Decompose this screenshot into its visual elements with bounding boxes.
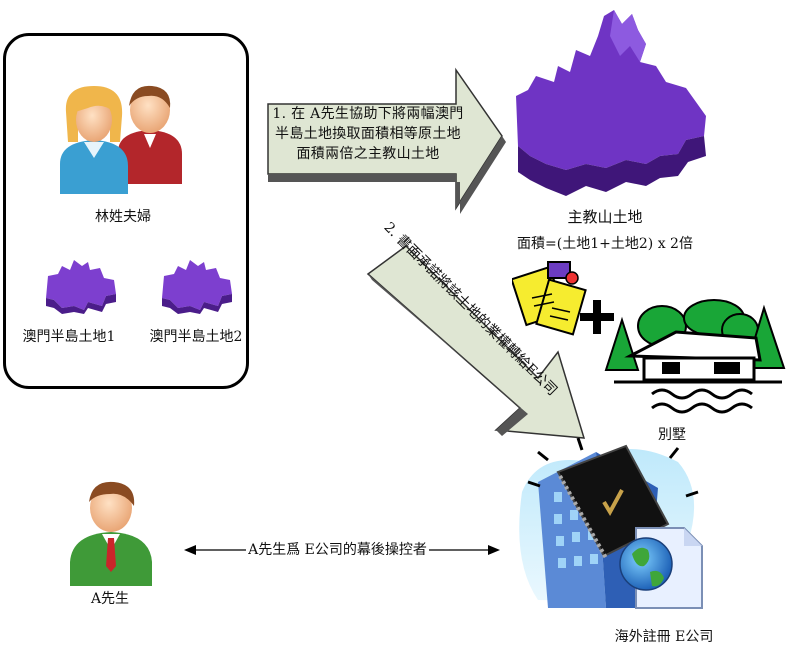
land1-label: 澳門半島土地1 — [22, 329, 116, 345]
arrow-step2 — [366, 245, 586, 439]
mr-a-icon — [70, 481, 152, 586]
step1-label: 1. 在 A先生協助下將兩幅澳門半島土地換取面積相等原土地面積兩倍之主教山土地 — [272, 106, 464, 162]
company-label: 海外註冊 E公司 — [614, 629, 714, 645]
land2-label: 澳門半島土地2 — [149, 329, 243, 345]
mr-a-label: A先生 — [90, 591, 130, 607]
couple-group-box — [3, 33, 249, 389]
arrow-step1 — [267, 67, 506, 214]
couple-label: 林姓夫婦 — [95, 209, 151, 225]
bishop-land-icon — [516, 10, 706, 196]
relation-label: A先生爲 E公司的幕後操控者 — [185, 539, 490, 559]
land1-icon — [46, 260, 116, 314]
relation-text: A先生爲 E公司的幕後操控者 — [246, 542, 429, 558]
documents-icon — [512, 261, 587, 336]
bishop-land-label: 主教山土地 — [567, 208, 643, 226]
area-formula-label: 面積=(土地1+土地2) x 2倍 — [517, 236, 693, 252]
land2-icon — [162, 260, 232, 314]
company-icon — [519, 437, 703, 609]
villa-label: 別墅 — [658, 427, 686, 443]
plus-icon — [580, 300, 614, 334]
villa-icon — [604, 299, 786, 414]
couple-icon — [60, 85, 182, 194]
